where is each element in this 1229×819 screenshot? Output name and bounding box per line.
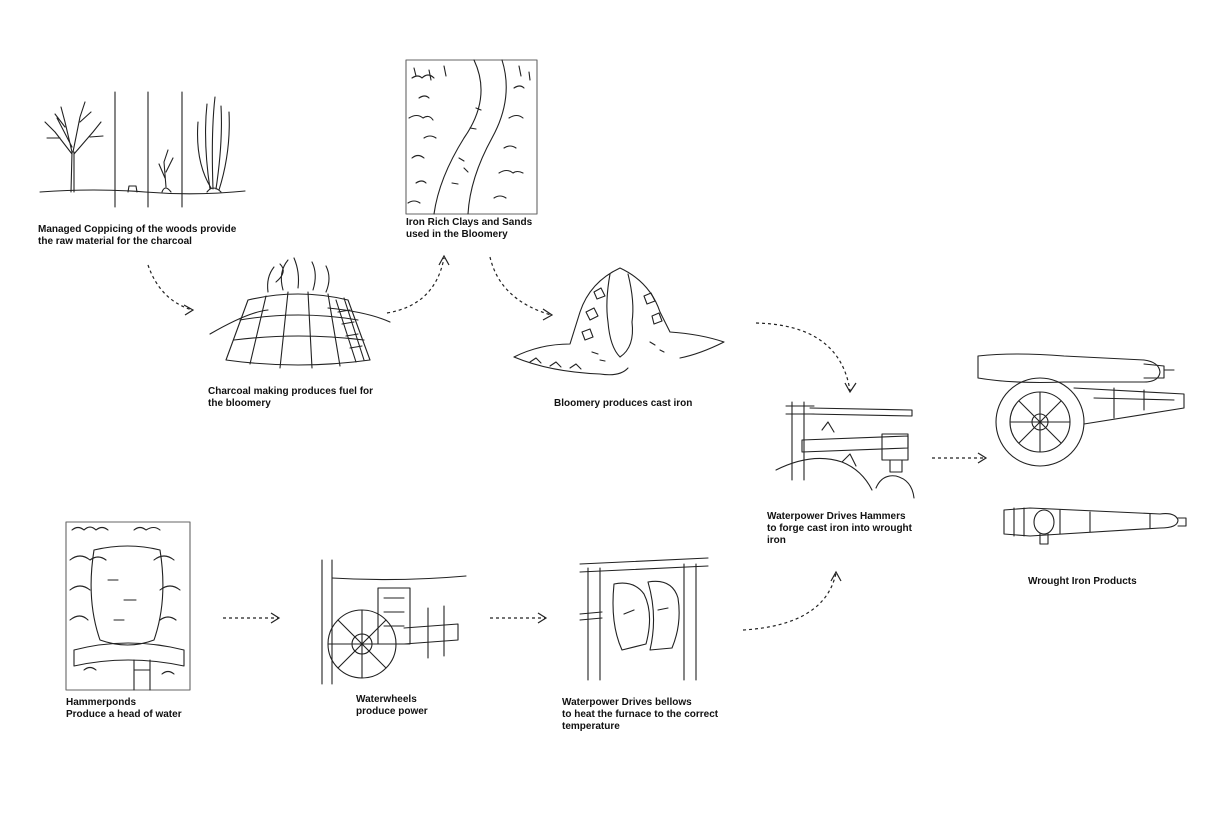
charcoal-clamp-illustration [209, 257, 391, 369]
arrow-coppicing-to-charcoal [147, 264, 195, 316]
bloomery-illustration [513, 267, 725, 376]
caption-hammers: Waterpower Drives Hammers to forge cast … [767, 511, 912, 546]
bellows-illustration [579, 557, 709, 681]
caption-products: Wrought Iron Products [1028, 576, 1137, 587]
caption-charcoal: Charcoal making produces fuel for the bl… [208, 386, 374, 409]
arrow-hammers-to-products [932, 452, 988, 464]
caption-clays: Iron Rich Clays and Sands used in the Bl… [406, 217, 533, 240]
arrow-hammerponds-to-waterwheels [223, 612, 281, 624]
coppicing-illustration [39, 91, 246, 208]
clays-sands-illustration [405, 59, 538, 215]
caption-coppicing: Managed Coppicing of the woods provide t… [38, 224, 237, 247]
arrow-clays-to-bloomery [489, 256, 554, 321]
tilt-hammer-illustration [775, 401, 915, 499]
caption-bloomery: Bloomery produces cast iron [554, 398, 693, 409]
waterwheel-illustration [321, 559, 467, 685]
arrow-charcoal-to-clays [386, 254, 450, 314]
cannon-carriage-illustration [977, 353, 1185, 467]
arrow-bellows-to-hammers [742, 570, 842, 631]
arrow-waterwheels-to-bellows [490, 612, 548, 624]
caption-hammerponds: Hammerponds Produce a head of water [66, 697, 182, 720]
cannon-barrel-illustration [1003, 507, 1187, 545]
hammerponds-illustration [65, 521, 191, 691]
caption-bellows: Waterpower Drives bellows to heat the fu… [562, 697, 719, 732]
caption-waterwheels: Waterwheels produce power [356, 694, 428, 717]
arrow-bloomery-to-hammers [755, 322, 857, 394]
